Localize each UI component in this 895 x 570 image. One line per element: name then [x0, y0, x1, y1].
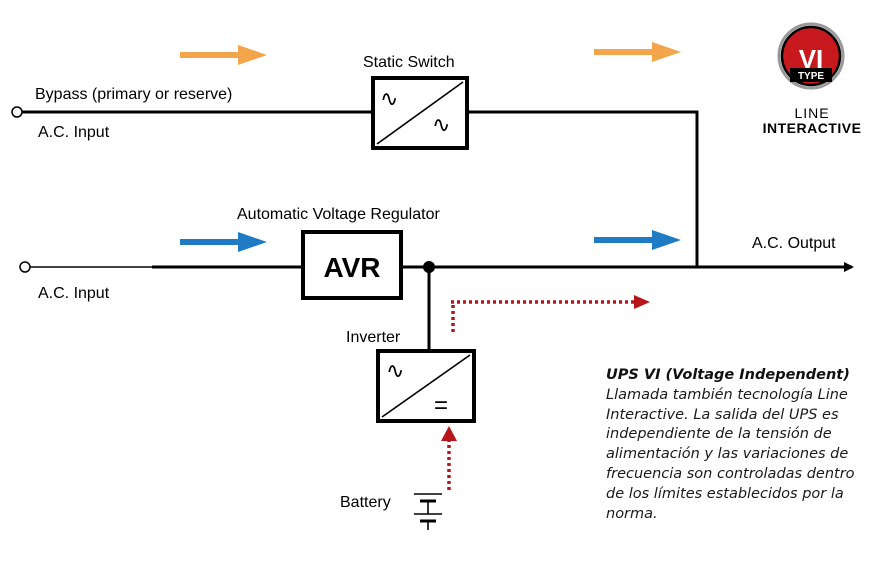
main-input-terminal	[19, 261, 31, 273]
avr-box: AVR	[301, 230, 403, 300]
battery-symbol	[414, 493, 442, 530]
main-path	[19, 261, 854, 351]
normal-flow-arrow-left	[180, 232, 267, 252]
inverter-output-flow-arrow	[451, 295, 650, 332]
bypass-input-label: A.C. Input	[38, 124, 110, 141]
description-title: UPS VI (Voltage Independent)	[606, 367, 850, 383]
description-body: Llamada también tecnología Line Interact…	[606, 386, 855, 522]
output-label: A.C. Output	[752, 235, 836, 252]
bypass-flow-arrow-left	[180, 45, 267, 65]
normal-flow-arrow-right	[594, 230, 681, 250]
badge-type: TYPE	[798, 71, 824, 82]
avr-box-label: AVR	[323, 252, 380, 283]
battery-label: Battery	[340, 494, 391, 511]
badge-line2: INTERACTIVE	[763, 120, 862, 136]
battery-flow-arrow	[441, 426, 457, 490]
inverter-dc-glyph: =	[434, 392, 448, 419]
inverter-ac-glyph: ∿	[386, 358, 404, 383]
bypass-flow-arrow-right	[594, 42, 681, 62]
inverter-label: Inverter	[346, 329, 401, 346]
description-block: UPS VI (Voltage Independent) Llamada tam…	[606, 366, 876, 524]
bypass-path	[11, 106, 699, 267]
inverter-box: ∿ =	[376, 349, 476, 423]
static-switch-ac-in-glyph: ∿	[380, 86, 398, 111]
static-switch-label: Static Switch	[363, 54, 455, 71]
bypass-label: Bypass (primary or reserve)	[35, 86, 232, 103]
avr-title: Automatic Voltage Regulator	[237, 206, 440, 223]
static-switch-ac-out-glyph: ∿	[432, 112, 450, 137]
static-switch-box: ∿ ∿	[371, 76, 469, 150]
bypass-input-terminal	[11, 106, 23, 118]
vi-type-badge: VI TYPE	[777, 22, 845, 90]
badge-line1: LINE	[794, 105, 829, 121]
main-input-label: A.C. Input	[38, 285, 110, 302]
